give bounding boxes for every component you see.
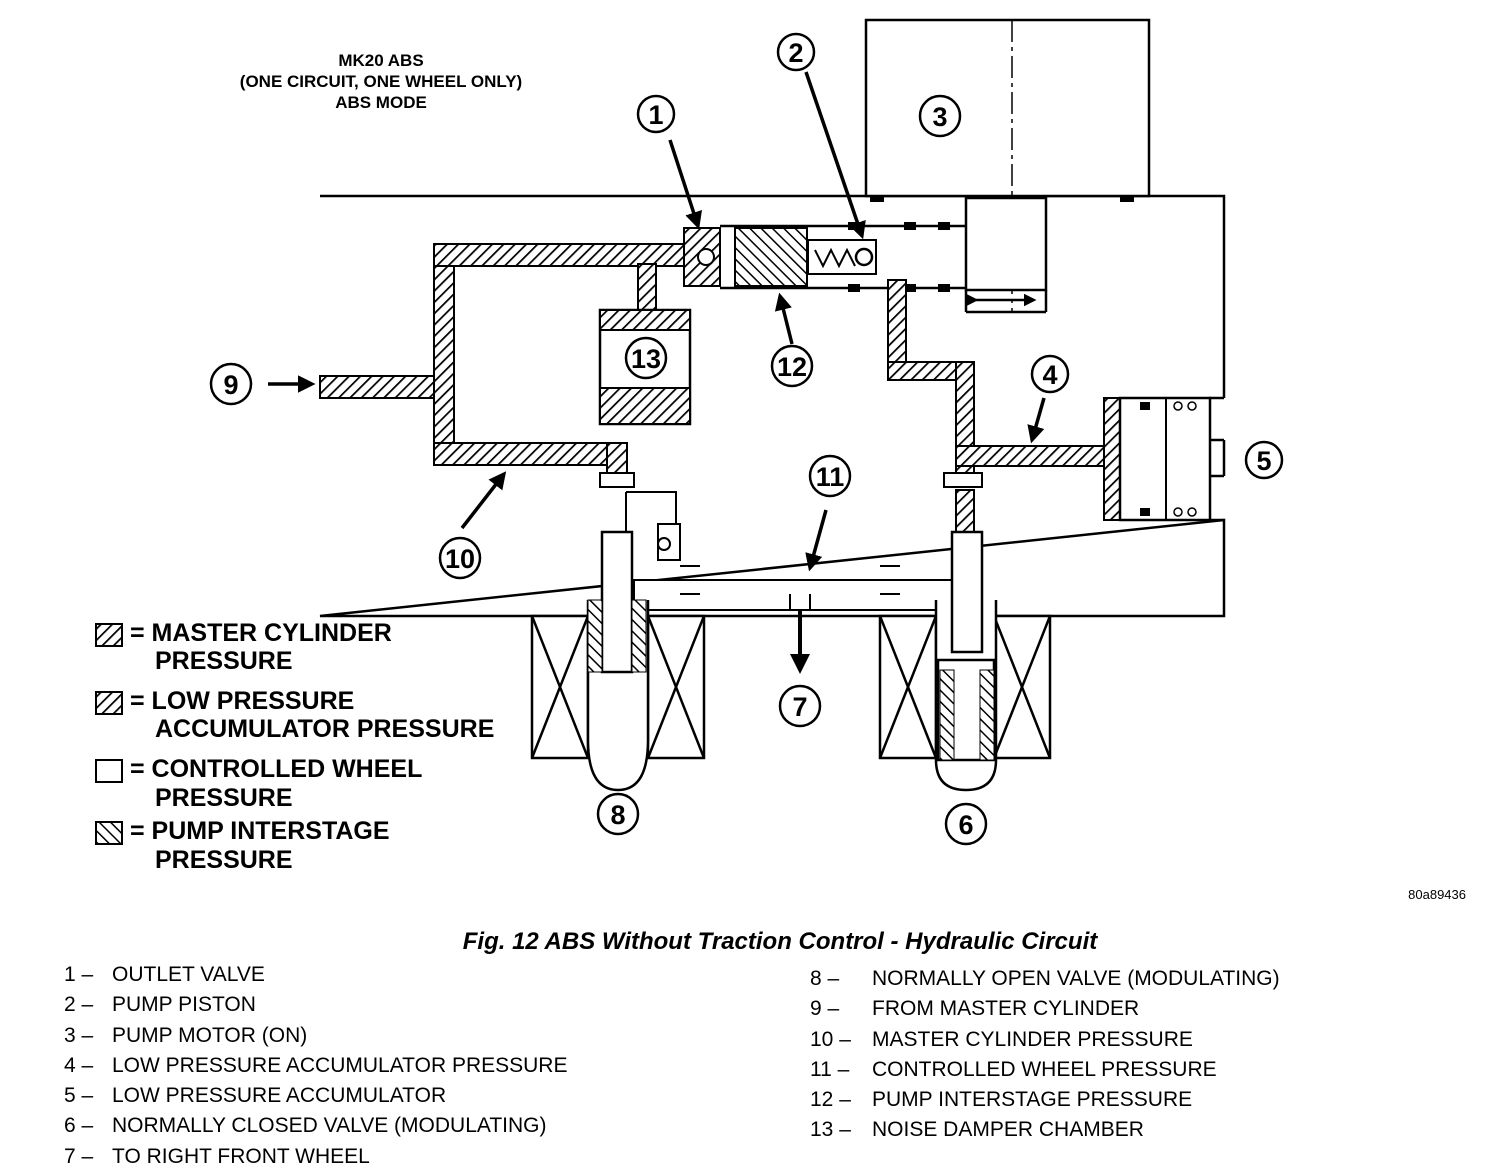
list-item: 7 –TO RIGHT FRONT WHEEL: [64, 1144, 370, 1168]
svg-text:PRESSURE: PRESSURE: [155, 647, 293, 675]
svg-text:2: 2: [788, 38, 803, 68]
list-item: 8 –NORMALLY OPEN VALVE (MODULATING): [810, 967, 1280, 990]
legend-item-low-pressure: = LOW PRESSURE ACCUMULATOR PRESSURE: [95, 687, 494, 743]
svg-text:5: 5: [1256, 446, 1271, 476]
list-item: 9 –FROM MASTER CYLINDER: [810, 997, 1140, 1021]
svg-text:8: 8: [610, 800, 625, 830]
normally-closed-valve: [934, 530, 998, 792]
svg-text:= LOW PRESSURE: = LOW PRESSURE: [130, 687, 354, 715]
svg-text:6: 6: [958, 810, 973, 840]
low-pressure-passages: [887, 279, 1125, 535]
callout-7: 7: [778, 684, 822, 728]
svg-text:9: 9: [223, 370, 238, 400]
callout-arrows: [268, 71, 1046, 572]
list-item: 10 –MASTER CYLINDER PRESSURE: [810, 1027, 1193, 1051]
parts-list-left: 1 –OUTLET VALVE 2 –PUMP PISTON 3 –PUMP M…: [64, 963, 567, 1175]
legend-swatch: [95, 821, 123, 845]
svg-text:4: 4: [1042, 360, 1057, 390]
callout-11: 11: [808, 454, 852, 498]
callout-6: 6: [944, 802, 988, 846]
solenoid-coils: [530, 614, 1052, 760]
legend-swatch: [95, 759, 123, 783]
diagram-title: MK20 ABS (ONE CIRCUIT, ONE WHEEL ONLY) A…: [240, 51, 522, 112]
list-item: 11 –CONTROLLED WHEEL PRESSURE: [810, 1057, 1217, 1081]
legend-item-master-cylinder: = MASTER CYLINDER PRESSURE: [95, 619, 392, 675]
list-item: 13 –NOISE DAMPER CHAMBER: [810, 1118, 1144, 1142]
callout-9: 9: [209, 362, 253, 406]
callout-13: 13: [624, 336, 668, 380]
normally-open-valve: [586, 530, 650, 792]
legend-swatch: [95, 623, 123, 647]
legend-item-pump-interstage: = PUMP INTERSTAGE PRESSURE: [95, 817, 390, 874]
legend-item-controlled-wheel: = CONTROLLED WHEEL PRESSURE: [95, 755, 422, 812]
callout-12: 12: [770, 344, 814, 388]
svg-text:= MASTER CYLINDER: = MASTER CYLINDER: [130, 619, 392, 647]
list-item: 1 –OUTLET VALVE: [64, 963, 265, 986]
svg-text:= PUMP INTERSTAGE: = PUMP INTERSTAGE: [130, 817, 390, 845]
low-pressure-accumulator: [1118, 396, 1212, 522]
list-item: 2 –PUMP PISTON: [64, 993, 256, 1017]
pump-motor: [864, 18, 1151, 314]
legend-swatch: [95, 691, 123, 715]
svg-text:1: 1: [648, 100, 663, 130]
svg-text:10: 10: [445, 544, 475, 574]
list-item: 4 –LOW PRESSURE ACCUMULATOR PRESSURE: [64, 1053, 568, 1077]
title-line: ABS MODE: [335, 93, 427, 112]
svg-text:PRESSURE: PRESSURE: [155, 784, 293, 812]
svg-text:= CONTROLLED WHEEL: = CONTROLLED WHEEL: [130, 755, 422, 783]
callout-10: 10: [438, 536, 482, 580]
list-item: 5 –LOW PRESSURE ACCUMULATOR: [64, 1084, 447, 1108]
callout-2: 2: [776, 32, 816, 72]
svg-text:PRESSURE: PRESSURE: [155, 846, 293, 874]
list-item: 3 –PUMP MOTOR (ON): [64, 1023, 308, 1047]
callout-4: 4: [1030, 354, 1070, 394]
callout-3: 3: [918, 94, 962, 138]
figure-caption: Fig. 12 ABS Without Traction Control - H…: [462, 928, 1098, 955]
wheel-pressure-passages: [599, 472, 983, 611]
master-cylinder-passages: [319, 227, 721, 474]
callout-8: 8: [596, 792, 640, 836]
list-item: 12 –PUMP INTERSTAGE PRESSURE: [810, 1088, 1193, 1112]
title-line: MK20 ABS: [338, 51, 423, 70]
svg-text:12: 12: [777, 352, 807, 382]
svg-text:11: 11: [816, 462, 845, 492]
legend: = MASTER CYLINDER PRESSURE = LOW PRESSUR…: [95, 619, 494, 874]
svg-text:ACCUMULATOR PRESSURE: ACCUMULATOR PRESSURE: [155, 715, 494, 743]
parts-list-right: 8 –NORMALLY OPEN VALVE (MODULATING) 9 –F…: [810, 967, 1280, 1149]
callout-5: 5: [1244, 440, 1284, 480]
title-line: (ONE CIRCUIT, ONE WHEEL ONLY): [240, 72, 522, 91]
svg-text:3: 3: [932, 102, 947, 132]
callout-1: 1: [636, 94, 676, 134]
pump-assembly: [720, 222, 966, 292]
figure-id: 80a89436: [1408, 887, 1466, 902]
list-item: 6 –NORMALLY CLOSED VALVE (MODULATING): [64, 1114, 547, 1138]
svg-text:7: 7: [792, 692, 807, 722]
svg-text:13: 13: [631, 344, 661, 374]
